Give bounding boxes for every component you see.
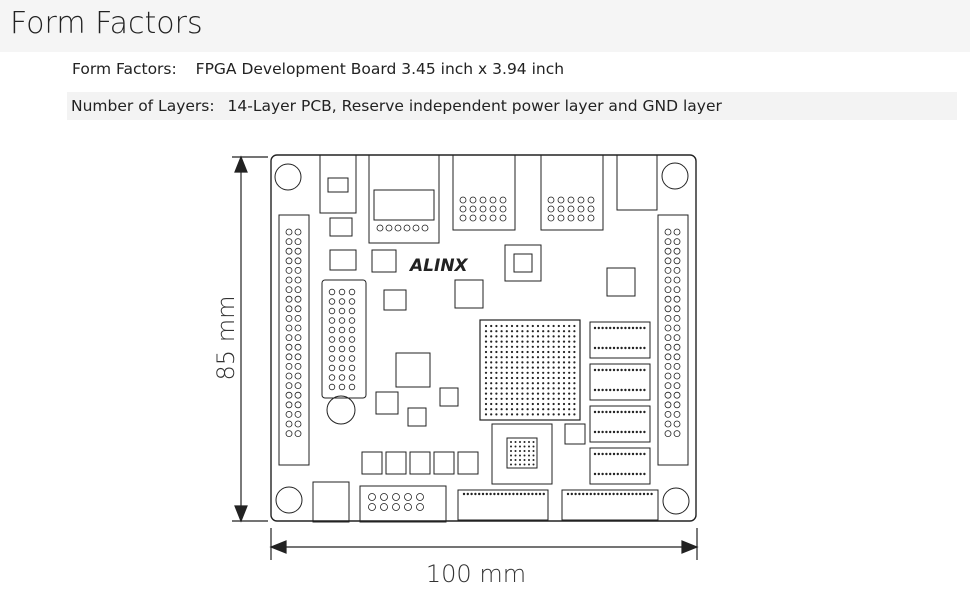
mount-hole <box>274 163 302 191</box>
spec-row-layers: Number of Layers: 14-Layer PCB, Reserve … <box>67 92 957 120</box>
vga-port <box>452 154 516 231</box>
ic-chip <box>454 279 484 309</box>
micro-usb-port <box>312 481 350 523</box>
ffc-connector <box>561 489 659 521</box>
ethernet-port <box>368 154 440 244</box>
ic-chip <box>606 267 636 297</box>
push-button <box>361 451 383 475</box>
push-button <box>385 451 407 475</box>
spec-row-form-factors: Form Factors: FPGA Development Board 3.4… <box>72 56 564 82</box>
memory-chip <box>589 405 651 443</box>
title-bar: Form Factors <box>0 0 970 52</box>
ic-chip <box>564 423 586 445</box>
memory-chip <box>589 447 651 485</box>
vga-port <box>540 154 604 231</box>
push-button <box>457 451 479 475</box>
ic-chip <box>395 352 431 388</box>
push-button <box>409 451 431 475</box>
memory-chip <box>589 363 651 401</box>
board-logo: ALINX <box>408 256 469 276</box>
page-title: Form Factors <box>10 6 203 41</box>
height-dimension-label: 85 mm <box>212 296 240 381</box>
fpga-chip <box>479 319 581 421</box>
push-button <box>433 451 455 475</box>
expansion-connector <box>321 279 367 399</box>
right-header <box>657 214 689 466</box>
ic-chip <box>491 423 553 485</box>
ffc-connector <box>457 489 549 521</box>
spec-label: Form Factors: <box>72 60 177 78</box>
ic-chip <box>504 244 542 282</box>
db9-connector <box>359 485 447 523</box>
memory-chip <box>589 321 651 359</box>
mount-hole <box>662 487 690 515</box>
spec-value: 14-Layer PCB, Reserve independent power … <box>227 97 722 115</box>
spec-label: Number of Layers: <box>71 97 215 115</box>
power-jack <box>319 154 357 214</box>
mount-hole <box>275 486 303 514</box>
width-dimension-label: 100 mm <box>426 560 526 588</box>
spec-value: FPGA Development Board 3.45 inch x 3.94 … <box>195 60 565 78</box>
mount-hole <box>661 162 689 190</box>
left-header <box>278 214 310 466</box>
usb-port <box>616 154 658 211</box>
